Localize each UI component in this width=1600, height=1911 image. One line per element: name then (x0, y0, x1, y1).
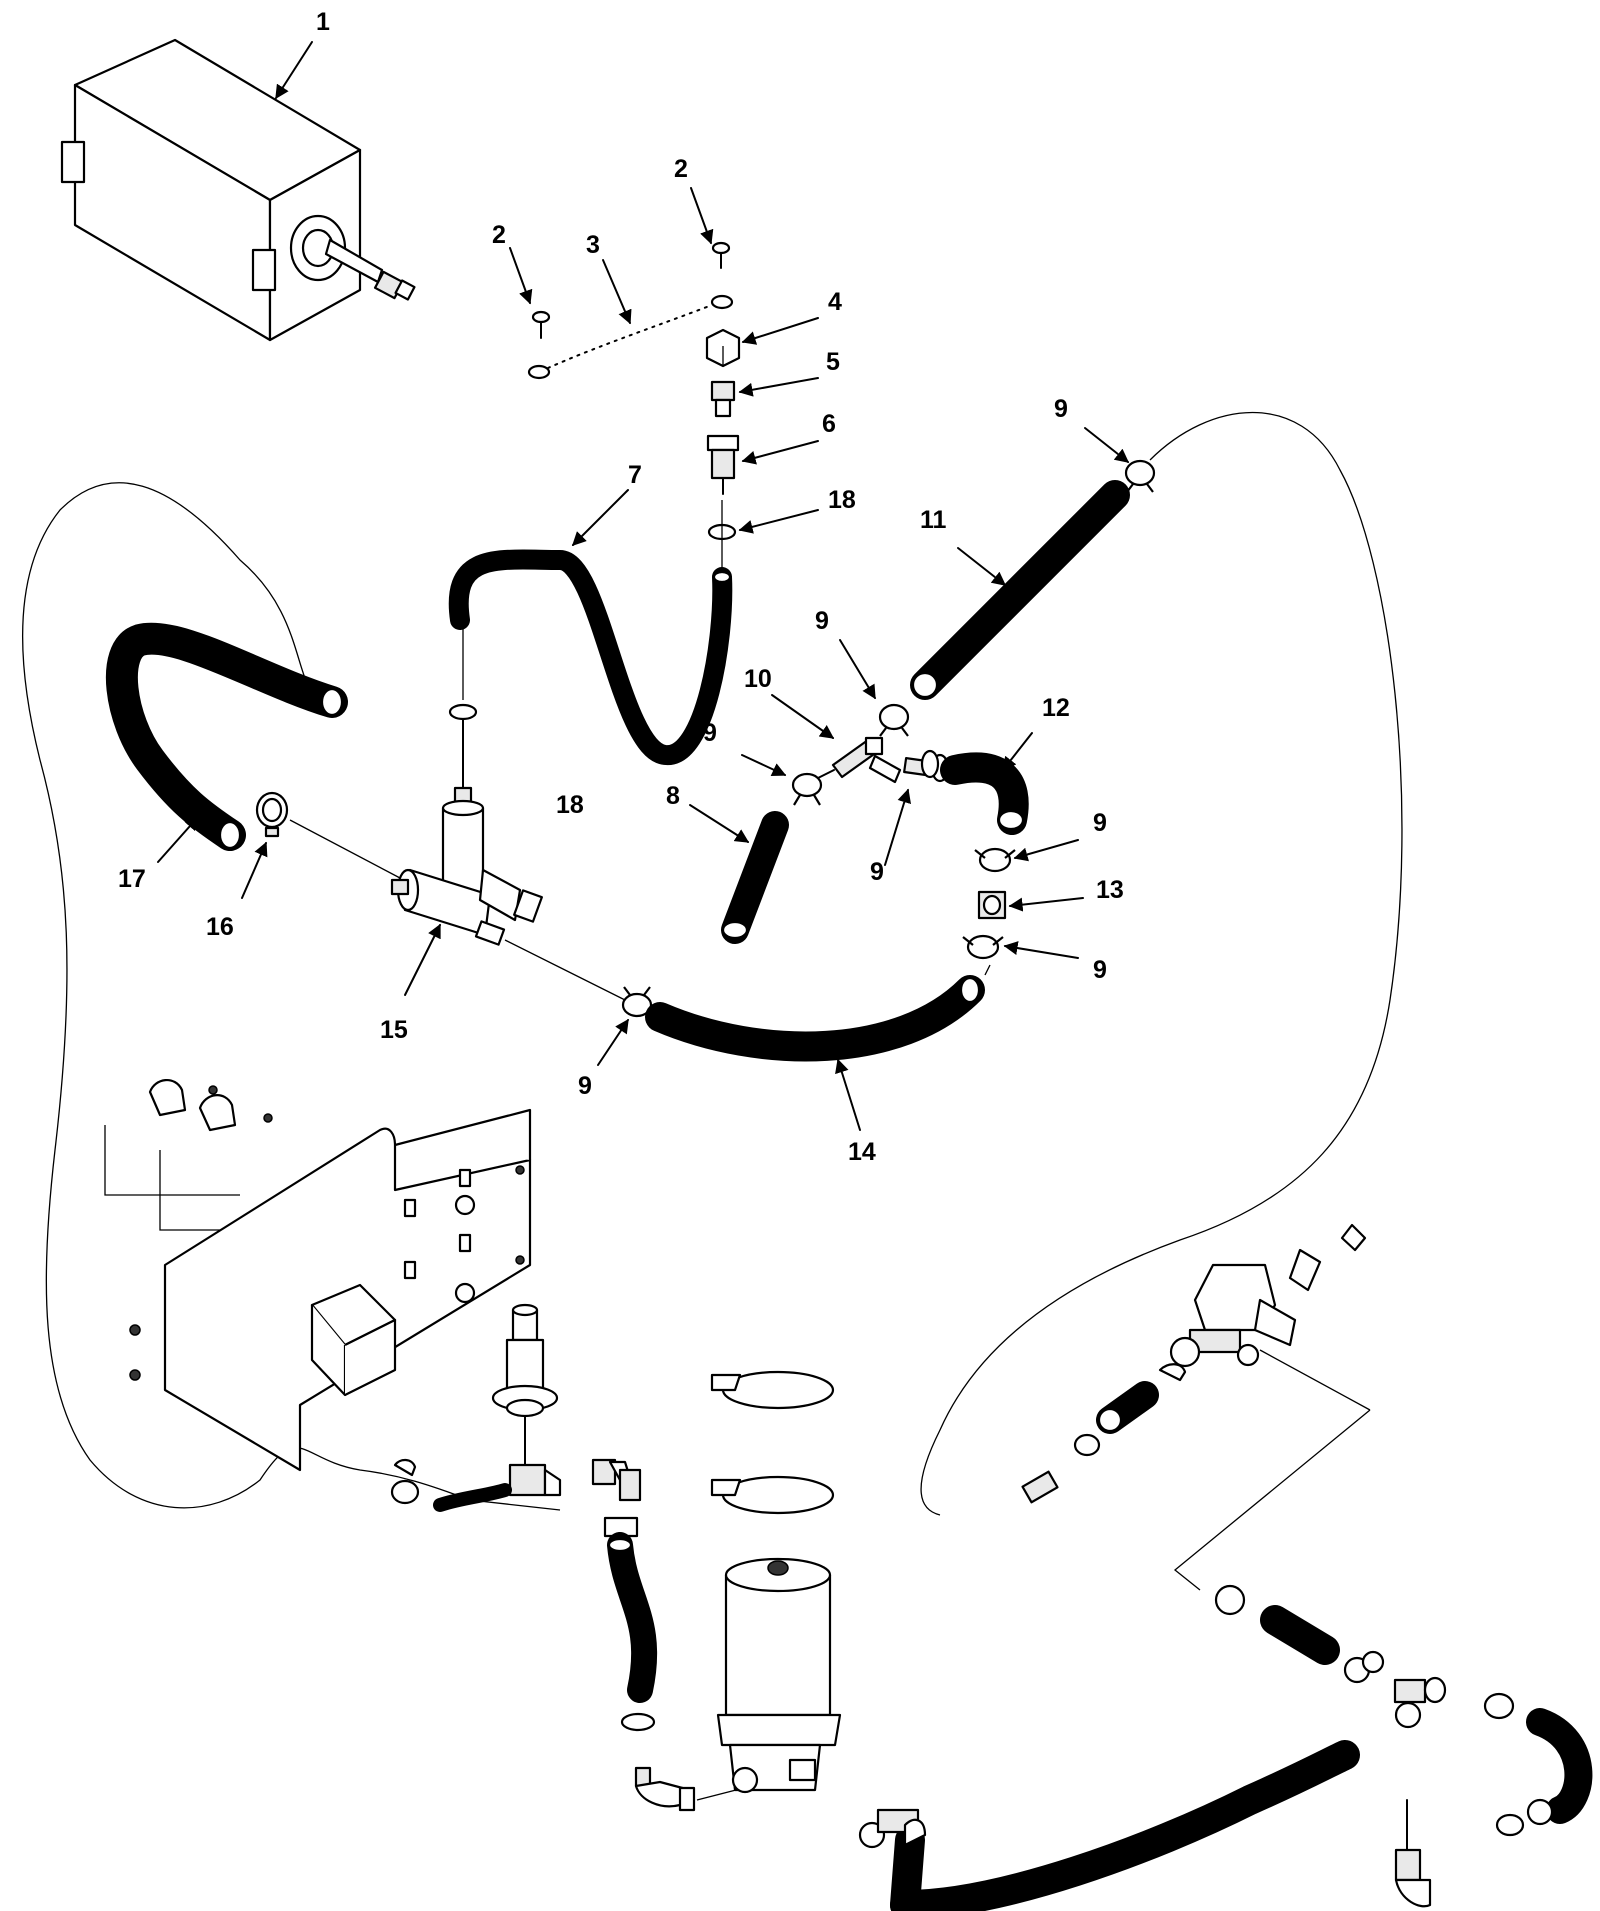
part-9-clamp-14b (621, 986, 653, 1018)
callout-15: 15 (380, 1016, 408, 1044)
lower-left-fittings (390, 1458, 642, 1512)
callout-17: 17 (118, 865, 146, 893)
leader-13 (984, 964, 991, 976)
part-9-clamp-11 (878, 703, 910, 737)
part-11-tube (910, 480, 1130, 700)
part-9-clamp-14 (962, 934, 1004, 960)
callout-11: 11 (920, 506, 947, 534)
lower-hose-vertical (603, 1516, 696, 1812)
right-short-hose-a (1021, 1381, 1159, 1504)
callout-18-lower: 18 (556, 791, 584, 819)
callout-labels: 1 2 2 3 4 5 6 7 18 18 9 11 9 10 12 9 8 9… (118, 8, 1124, 1166)
callout-1: 1 (316, 8, 330, 36)
callout-9-at-8: 9 (703, 719, 717, 747)
part-17-hose (105, 622, 348, 851)
leader-arrows (157, 41, 1130, 1131)
part-2-screw-right (711, 241, 731, 269)
part-14-hose (645, 975, 985, 1062)
part-12-elbow-hose (940, 752, 1029, 835)
part-9-clamp-8 (791, 772, 823, 806)
callout-9-at-10: 9 (870, 858, 884, 886)
bracket-assembly (104, 1079, 532, 1472)
part-8-tube (721, 811, 789, 944)
part-5-fitting (710, 380, 736, 418)
right-leader-2 (1173, 1409, 1371, 1591)
callout-8: 8 (666, 782, 680, 810)
callout-16: 16 (206, 913, 234, 941)
outline-curve-right (920, 412, 1403, 1516)
callout-9-at-12: 9 (1093, 809, 1107, 837)
part-9-clamp-top (1124, 459, 1156, 493)
callout-12: 12 (1042, 694, 1070, 722)
callout-2-right: 2 (674, 155, 688, 183)
right-lower-assembly (1214, 1584, 1593, 1908)
pump-leader (696, 1789, 737, 1801)
callout-6: 6 (822, 410, 836, 438)
part-3-chain (527, 294, 734, 380)
part-2-screw-left (531, 310, 551, 339)
callout-7: 7 (628, 461, 642, 489)
part-16-clamp (255, 791, 289, 838)
part-15-tee-fitting (390, 719, 543, 946)
part-10-tee (817, 736, 902, 784)
callout-9-at-14: 9 (578, 1072, 592, 1100)
callout-5: 5 (826, 348, 840, 376)
callout-4: 4 (828, 288, 842, 316)
callout-9-at-11: 9 (815, 607, 829, 635)
leader-15-16 (289, 819, 401, 879)
callout-13: 13 (1096, 876, 1124, 904)
leader-15-14 (504, 939, 626, 1001)
callout-3: 3 (586, 231, 600, 259)
callout-10: 10 (744, 665, 772, 693)
part-18-clip-lower (448, 625, 478, 721)
right-fitting-valve (1158, 1223, 1367, 1382)
part-9-clamp-12b (974, 847, 1016, 873)
callout-2-left: 2 (492, 221, 506, 249)
callout-18-top: 18 (828, 486, 856, 514)
fuel-filter (491, 1303, 562, 1497)
part-13-coupler (977, 890, 1007, 920)
fuel-pump (710, 1370, 842, 1794)
part-7-tube (448, 500, 733, 765)
callout-14: 14 (848, 1138, 876, 1166)
part-6-quick-connector (706, 434, 740, 495)
part-1-housing (60, 38, 416, 342)
callout-9-at-13: 9 (1093, 956, 1107, 984)
bottom-long-hose (858, 1740, 1360, 1911)
part-4-cap (705, 328, 741, 368)
callout-9-top: 9 (1054, 395, 1068, 423)
right-leader-1 (1259, 1349, 1371, 1411)
